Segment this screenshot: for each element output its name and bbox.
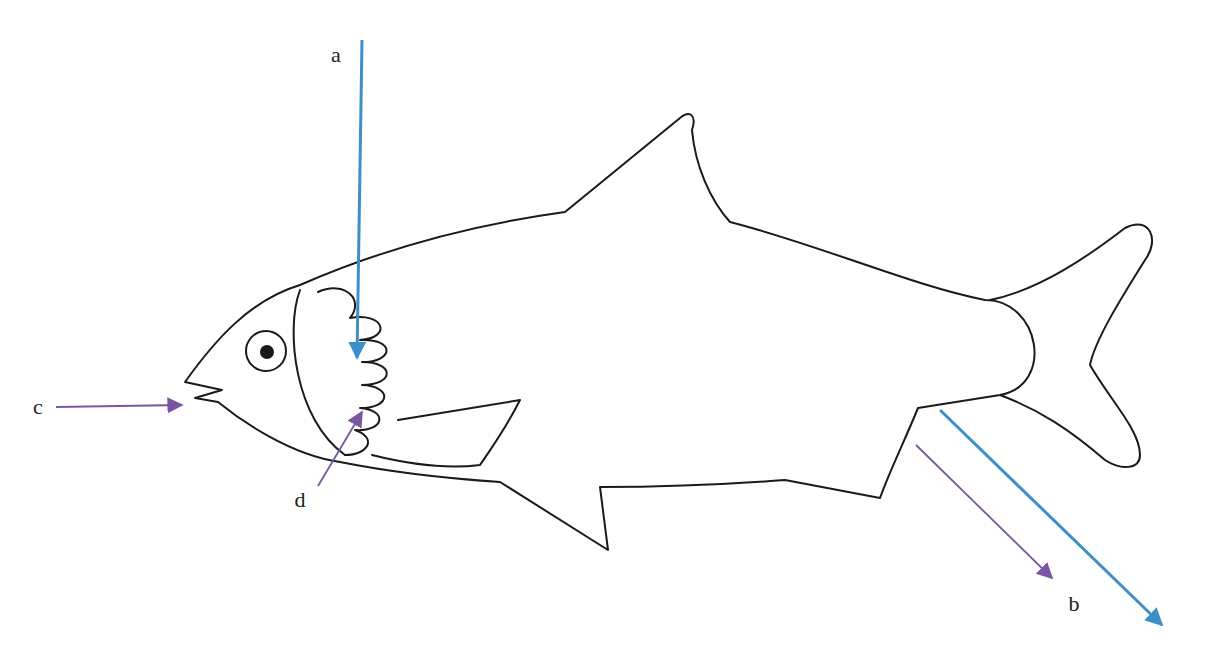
flow-arrow <box>318 412 362 486</box>
callout-letter: b <box>1069 593 1080 615</box>
water-arrow <box>357 40 362 358</box>
callout-letter: d <box>295 489 306 511</box>
fish-pupil <box>261 346 273 358</box>
water-arrow <box>940 410 1162 625</box>
fish-body <box>185 114 1035 550</box>
gill-filaments <box>318 288 387 455</box>
flow-arrow <box>56 405 182 407</box>
callout-letter: a <box>331 44 341 66</box>
callout-letter: c <box>33 396 43 418</box>
pectoral-fin <box>372 400 520 467</box>
gill-cover <box>294 290 345 455</box>
flow-arrow <box>916 445 1052 578</box>
fish-eye <box>246 331 286 371</box>
